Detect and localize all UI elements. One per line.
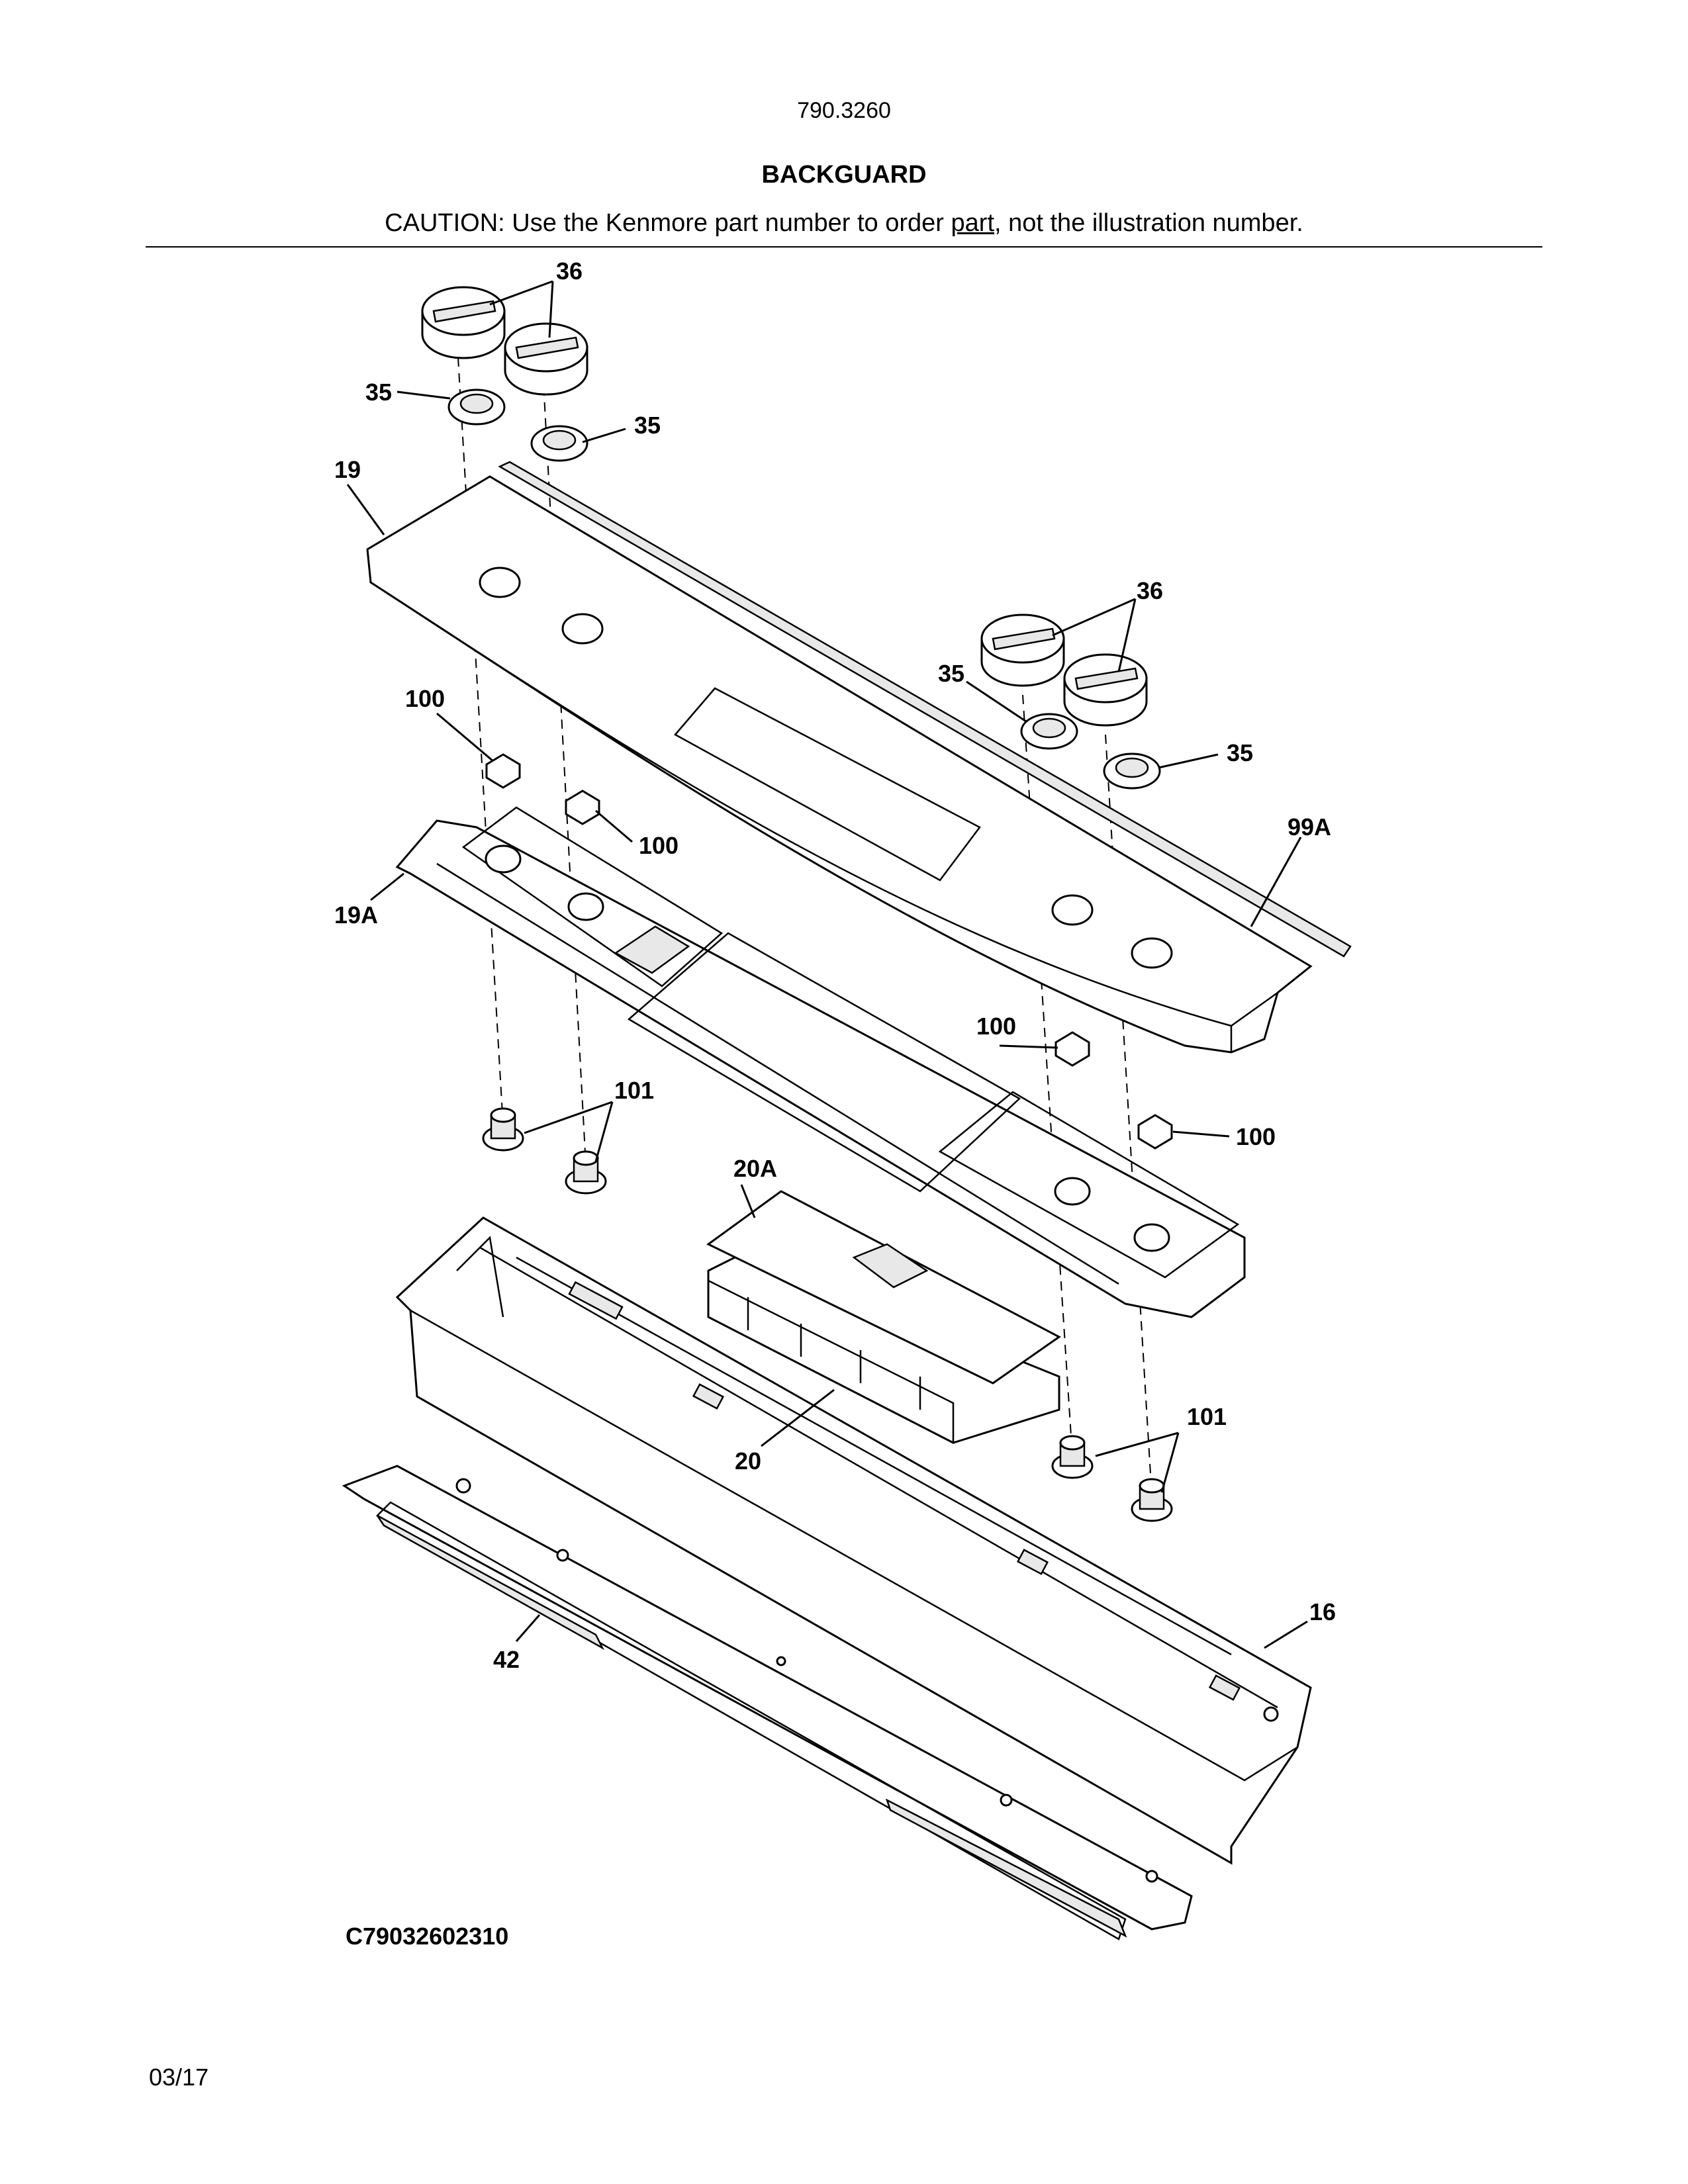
knob-top-right [504, 322, 588, 396]
knob-top-left [421, 286, 506, 359]
callout-36-right: 36 [1137, 577, 1163, 604]
callout-20a: 20A [733, 1155, 777, 1182]
callout-100-left-lower: 100 [639, 832, 679, 859]
part-42-bracket [342, 1465, 1193, 1940]
callout-19: 19 [334, 456, 361, 483]
nut-right-upper [1055, 1031, 1090, 1067]
callout-101-right: 101 [1187, 1403, 1227, 1430]
callout-100-right-lower: 100 [1236, 1123, 1276, 1150]
callout-35-top-right: 35 [634, 412, 661, 439]
callout-35-right-upper: 35 [938, 660, 964, 687]
part-16-housing [395, 1216, 1312, 1865]
callout-100-left-upper: 100 [405, 685, 445, 712]
speed-nut-right-lower [1131, 1478, 1173, 1522]
speed-nut-right-upper [1051, 1435, 1094, 1479]
bezel-top-left [447, 388, 506, 426]
callout-20: 20 [735, 1447, 761, 1475]
callout-labels: 36 35 35 19 36 35 35 100 100 99A 19A 100… [334, 257, 1336, 1673]
callout-99a: 99A [1288, 813, 1331, 841]
illustration-reference: C79032602310 [346, 1923, 509, 1950]
callout-36-top: 36 [556, 257, 583, 285]
knob-right-right [1063, 653, 1148, 727]
callout-101-left: 101 [614, 1077, 654, 1104]
part-100-nuts [485, 753, 1173, 1150]
part-35-bezels [447, 388, 1161, 790]
caution-note: CAUTION: Use the Kenmore part number to … [0, 209, 1688, 238]
model-number: 790.3260 [797, 98, 891, 123]
callout-35-right-lower: 35 [1227, 739, 1253, 766]
nut-left-upper [485, 753, 521, 789]
knob-right-left [980, 614, 1065, 687]
callout-42: 42 [493, 1646, 520, 1673]
caution-text-after: , not the illustration number. [994, 209, 1303, 237]
nut-left-lower [565, 790, 600, 825]
header-rule [146, 246, 1542, 248]
part-99a-trim [498, 461, 1352, 958]
bezel-top-right [530, 425, 588, 462]
caution-text-underlined: part [951, 209, 994, 237]
callout-35-top-left: 35 [365, 379, 392, 406]
bezel-right-upper [1020, 713, 1078, 750]
caution-text-before: CAUTION: Use the Kenmore part number to … [385, 209, 951, 237]
speed-nut-left-upper [482, 1107, 524, 1152]
nut-right-lower [1137, 1114, 1173, 1150]
speed-nut-left-lower [565, 1150, 607, 1195]
page-title: BACKGUARD [761, 161, 927, 189]
leader-lines [346, 280, 1308, 1649]
callout-19a: 19A [334, 901, 378, 929]
revision-date: 03/17 [149, 2064, 209, 2091]
part-19-control-panel [366, 475, 1313, 1054]
callout-16: 16 [1309, 1598, 1336, 1625]
part-20a-overlay [706, 1190, 1061, 1385]
part-36-knobs [421, 286, 1148, 727]
callout-100-right-upper: 100 [976, 1013, 1016, 1040]
bezel-right-lower [1103, 752, 1161, 790]
part-19a-bracket [395, 806, 1246, 1318]
